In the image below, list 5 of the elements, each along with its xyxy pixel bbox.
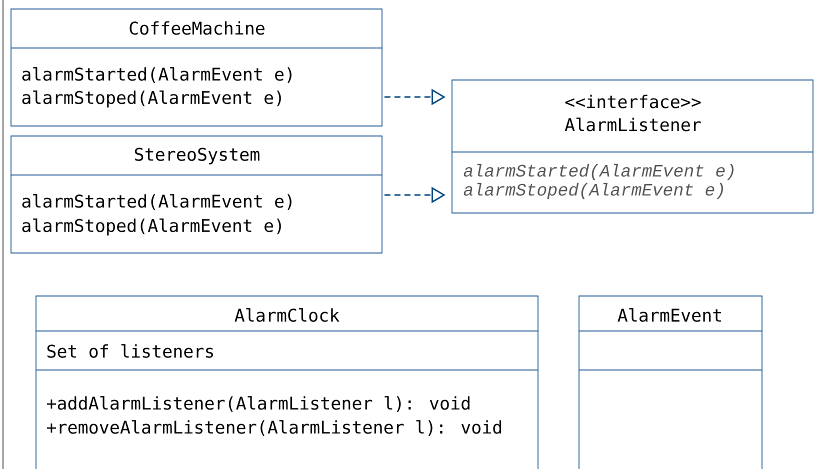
- class-box: StereoSystem alarmStarted(AlarmEvent e) alarmStoped(AlarmEvent e): [10, 136, 382, 254]
- interface-box: <<interface>> AlarmListener alarmStarted(AlarmEvent e) alarmStoped(AlarmEvent e): [452, 80, 814, 214]
- class-box: AlarmEvent: [578, 296, 762, 469]
- class-box: CoffeeMachine alarmStarted(AlarmEvent e) alarmStoped(AlarmEvent e): [10, 8, 382, 126]
- class-box: AlarmClock Set of listeners +addAlarmListener(AlarmListener l): void +removeAlarmListener(AlarmListener l): void: [36, 296, 538, 469]
